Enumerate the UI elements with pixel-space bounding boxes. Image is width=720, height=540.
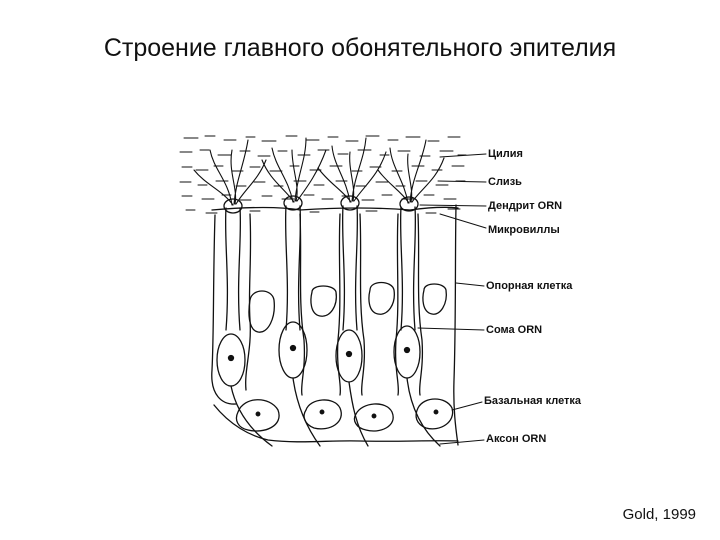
orn-somata [216, 321, 421, 387]
mucus-layer [179, 135, 467, 214]
source-citation: Gold, 1999 [622, 506, 696, 523]
leader-lines [417, 153, 487, 445]
basal-cells [235, 398, 454, 432]
support-nuclei [248, 281, 447, 333]
orn-axons [213, 377, 459, 447]
support-cells [211, 204, 459, 446]
label-cilia: Цилия [488, 148, 523, 160]
label-mucus: Слизь [488, 176, 522, 188]
label-axon: Аксон ORN [486, 433, 547, 445]
label-soma: Сома ORN [486, 324, 543, 336]
orn-dendrites [223, 195, 419, 331]
cilia [193, 137, 445, 206]
page-title: Строение главного обонятельного эпителия [103, 34, 617, 62]
label-basal-cell: Базальная клетка [484, 395, 582, 407]
label-dendrite: Дендрит ORN [488, 200, 563, 212]
label-support-cell: Опорная клетка [486, 280, 573, 292]
label-microvilli: Микровиллы [488, 224, 560, 236]
